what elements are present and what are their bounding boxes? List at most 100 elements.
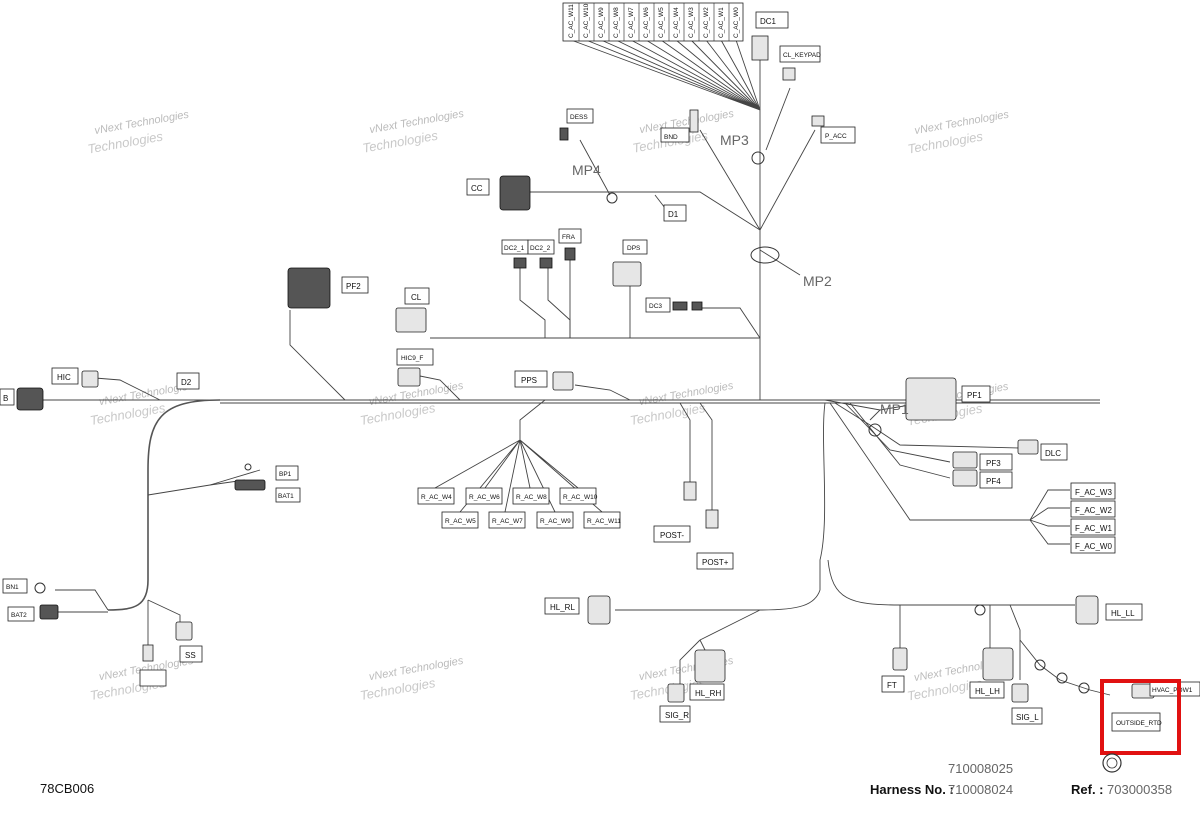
c-ac-label: C_AC_W3	[688, 7, 695, 38]
connector-pf4[interactable]: PF4	[952, 469, 1013, 489]
svg-text:MP4: MP4	[572, 162, 601, 178]
wire-label-d1: D1	[663, 204, 687, 222]
svg-text:HIC9_F: HIC9_F	[401, 355, 423, 362]
connector-ft[interactable]: FT	[881, 647, 908, 693]
hvac-pow-label: HVAC_POW1	[1152, 687, 1193, 694]
svg-text:DESS: DESS	[570, 114, 588, 121]
svg-text:BAT1: BAT1	[278, 493, 294, 500]
connector-bn1[interactable]: BN1	[2, 578, 46, 594]
svg-text:PPS: PPS	[521, 376, 537, 385]
svg-text:DLC: DLC	[1045, 449, 1061, 458]
svg-text:DC3: DC3	[649, 303, 662, 310]
r-ac-label: R_AC_W4	[421, 494, 452, 501]
svg-text:POST+: POST+	[702, 558, 729, 567]
highlight-box	[1100, 679, 1181, 755]
harness-label: Harness No. :	[870, 782, 954, 797]
svg-text:MP2: MP2	[803, 273, 832, 289]
svg-text:HL_LL: HL_LL	[1111, 609, 1135, 618]
svg-text:P_ACC: P_ACC	[825, 133, 847, 140]
svg-text:DC2_1: DC2_1	[504, 245, 525, 252]
svg-text:MP1: MP1	[880, 401, 909, 417]
c-ac-label: C_AC_W4	[673, 7, 680, 38]
svg-text:DPS: DPS	[627, 245, 641, 252]
wire-label-d2: D2	[176, 372, 200, 390]
svg-text:B: B	[3, 394, 8, 403]
ref-no: 703000358	[1107, 782, 1172, 797]
svg-text:HIC: HIC	[57, 373, 71, 382]
connector-ss[interactable]: SS	[139, 621, 203, 687]
svg-text:PF2: PF2	[346, 282, 361, 291]
r-ac-label-group: R_AC_W4R_AC_W5R_AC_W6R_AC_W7R_AC_W8R_AC_…	[417, 487, 621, 529]
connector-hl-rh[interactable]: HL_RH	[689, 649, 726, 701]
r-ac-label-box	[465, 487, 503, 505]
svg-text:DC2_2: DC2_2	[530, 245, 551, 252]
r-ac-label-box	[583, 511, 621, 529]
connector-outside-rtd[interactable]: HVAC_POW1 OUTSIDE_RTD	[1111, 681, 1200, 732]
connector-post-plus[interactable]: POST+	[696, 509, 734, 570]
connector-dc3[interactable]: DC3	[645, 297, 703, 313]
svg-text:PF1: PF1	[967, 391, 982, 400]
connector-bat1[interactable]: BAT1	[234, 479, 301, 503]
connector-cl[interactable]: CL	[395, 287, 430, 333]
footer: 78CB006 710008025 Harness No. : 71000802…	[40, 761, 1172, 797]
c-ac-label-frame	[562, 2, 744, 42]
f-ac-label-group: F_AC_W3F_AC_W2F_AC_W1F_AC_W0	[1070, 482, 1116, 554]
harness-no-1: 710008025	[948, 761, 1013, 776]
connector-fra[interactable]: FRA	[558, 228, 582, 261]
connector-hl-rl[interactable]: HL_RL	[544, 595, 611, 625]
c-ac-label: C_AC_W5	[658, 7, 665, 38]
mount-point-mp4: MP4	[572, 162, 618, 204]
r-ac-label: R_AC_W11	[587, 518, 621, 525]
connector-dlc[interactable]: DLC	[1017, 439, 1068, 461]
f-ac-label: F_AC_W2	[1075, 506, 1112, 515]
connector-sig-r[interactable]: SIG_R	[659, 683, 691, 723]
connector-bat2[interactable]: BAT2	[7, 604, 59, 622]
connector-pf3[interactable]: PF3	[952, 451, 1013, 471]
svg-text:BAT2: BAT2	[11, 612, 27, 619]
r-ac-label: R_AC_W10	[563, 494, 598, 501]
svg-text:DC1: DC1	[760, 17, 777, 26]
r-ac-label-box	[536, 511, 574, 529]
connector-pf2[interactable]: PF2	[287, 267, 369, 309]
connector-cl-keypad[interactable]: CL_KEYPAD	[779, 45, 821, 81]
connector-b[interactable]: B	[0, 387, 44, 411]
svg-text:SIG_L: SIG_L	[1016, 713, 1039, 722]
connector-dc1[interactable]: DC1	[751, 11, 789, 61]
wires	[40, 39, 1111, 696]
connector-pf1[interactable]: PF1	[905, 377, 991, 421]
connector-dc2-1[interactable]: DC2_1	[501, 239, 529, 269]
r-ac-label: R_AC_W7	[492, 518, 523, 525]
c-ac-label: C_AC_W9	[598, 7, 605, 38]
svg-text:BN1: BN1	[6, 584, 19, 591]
connector-dess[interactable]: DESS	[559, 108, 594, 141]
c-ac-label: C_AC_W7	[628, 7, 635, 38]
c-ac-label: C_AC_W1	[718, 7, 725, 38]
harness-no-2: 710008024	[948, 782, 1013, 797]
svg-text:D2: D2	[181, 378, 192, 387]
connector-hl-lh[interactable]: HL_LH	[969, 647, 1014, 699]
f-ac-label-box	[1070, 536, 1116, 554]
connector-bnd[interactable]: BND	[660, 109, 699, 143]
connector-p-acc[interactable]: P_ACC	[811, 115, 856, 144]
svg-text:CL: CL	[411, 293, 422, 302]
c-ac-label: C_AC_W2	[703, 7, 710, 38]
connector-hl-ll[interactable]: HL_LL	[1075, 595, 1143, 625]
drawing-code: 78CB006	[40, 781, 94, 796]
c-ac-label: C_AC_W6	[643, 7, 650, 38]
connector-pps[interactable]: PPS	[514, 370, 574, 391]
f-ac-label-box	[1070, 518, 1116, 536]
connector-sig-l[interactable]: SIG_L	[1011, 683, 1043, 725]
svg-text:BND: BND	[664, 134, 678, 141]
connector-post-minus[interactable]: POST-	[653, 481, 697, 543]
r-ac-label-box	[488, 511, 526, 529]
connector-bp1[interactable]: BP1	[244, 463, 299, 481]
mount-point-mp2: MP2	[750, 246, 832, 289]
connector-dps[interactable]: DPS	[612, 239, 648, 287]
f-ac-label-box	[1070, 482, 1116, 500]
connector-hic9-f[interactable]: HIC9_F	[396, 348, 434, 387]
connector-cc[interactable]: CC	[466, 175, 531, 211]
connector-hic[interactable]: HIC	[51, 367, 99, 388]
connector-dc2-2[interactable]: DC2_2	[527, 239, 555, 269]
f-ac-label: F_AC_W3	[1075, 488, 1112, 497]
